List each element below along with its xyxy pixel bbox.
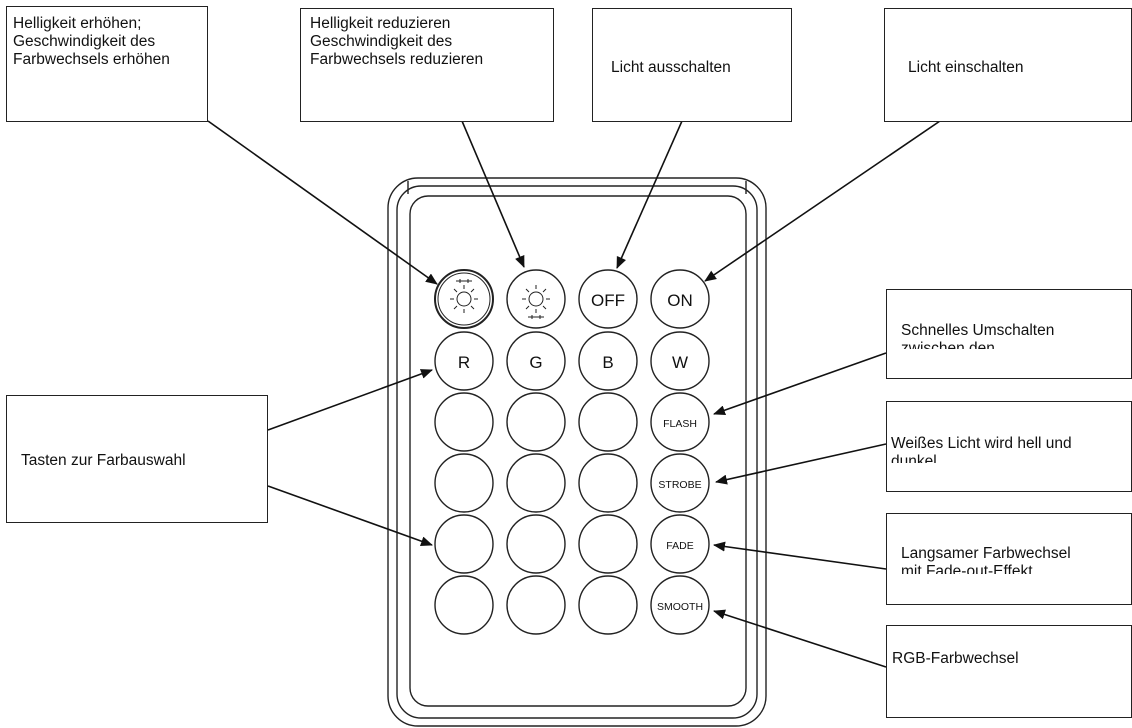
color-button[interactable] <box>506 392 566 452</box>
color-button[interactable] <box>506 575 566 635</box>
button-fade[interactable]: FADE <box>650 514 710 574</box>
button-smooth-label: SMOOTH <box>657 601 703 613</box>
button-on-label: ON <box>667 291 693 310</box>
color-button[interactable] <box>578 453 638 513</box>
button-b[interactable]: B <box>578 331 638 391</box>
button-w[interactable]: W <box>650 331 710 391</box>
arrow-smooth <box>713 609 887 668</box>
color-button[interactable] <box>578 514 638 574</box>
color-button[interactable] <box>434 453 494 513</box>
arrow-strobe <box>715 443 887 485</box>
arrow-brightness-down <box>461 120 525 268</box>
button-g-label: G <box>529 353 542 372</box>
color-button[interactable] <box>434 575 494 635</box>
arrow-flash <box>713 352 887 416</box>
callout-color-select: Tasten zur Farbauswahl <box>6 395 268 523</box>
button-off[interactable]: OFF <box>578 269 638 329</box>
arrow-on <box>704 120 941 282</box>
sun-plus-icon <box>450 279 478 313</box>
button-smooth[interactable]: SMOOTH <box>650 575 710 635</box>
button-on[interactable]: ON <box>650 269 710 329</box>
button-b-label: B <box>602 353 613 372</box>
button-strobe[interactable]: STROBE <box>650 453 710 513</box>
button-strobe-label: STROBE <box>658 479 701 491</box>
color-button[interactable] <box>506 453 566 513</box>
sun-minus-icon <box>522 285 550 319</box>
arrow-fade <box>713 541 887 570</box>
color-buttons <box>434 392 638 635</box>
callout-brightness-up: Helligkeit erhöhen; Geschwindigkeit des … <box>6 6 208 122</box>
callout-fade: Langsamer Farbwechsel mit Fade-out-Effek… <box>886 513 1132 605</box>
callout-strobe: Weißes Licht wird hell und dunkel <box>886 401 1132 492</box>
button-off-label: OFF <box>591 291 625 310</box>
color-button[interactable] <box>506 514 566 574</box>
arrow-color-up <box>267 369 433 431</box>
arrow-color-down <box>267 485 433 546</box>
button-flash-label: FLASH <box>663 418 697 430</box>
callout-brightness-down: Helligkeit reduzieren Geschwindigkeit de… <box>300 8 554 122</box>
color-button[interactable] <box>434 514 494 574</box>
button-g[interactable]: G <box>506 331 566 391</box>
button-brightness-down[interactable] <box>506 269 566 329</box>
callout-flash: Schnelles Umschalten zwischen den <box>886 289 1132 379</box>
callout-light-off: Licht ausschalten <box>592 8 792 122</box>
button-r[interactable]: R <box>434 331 494 391</box>
pointer-arrows <box>207 120 941 668</box>
button-fade-label: FADE <box>666 540 693 552</box>
callout-smooth: RGB-Farbwechsel <box>886 625 1132 718</box>
color-button[interactable] <box>578 392 638 452</box>
remote-body <box>387 177 767 727</box>
arrow-brightness-up <box>207 120 438 285</box>
callout-light-on: Licht einschalten <box>884 8 1132 122</box>
color-button[interactable] <box>578 575 638 635</box>
arrow-off <box>616 120 683 269</box>
button-brightness-up[interactable] <box>434 269 494 329</box>
button-flash[interactable]: FLASH <box>650 392 710 452</box>
button-r-label: R <box>458 353 470 372</box>
button-w-label: W <box>672 353 688 372</box>
color-button[interactable] <box>434 392 494 452</box>
